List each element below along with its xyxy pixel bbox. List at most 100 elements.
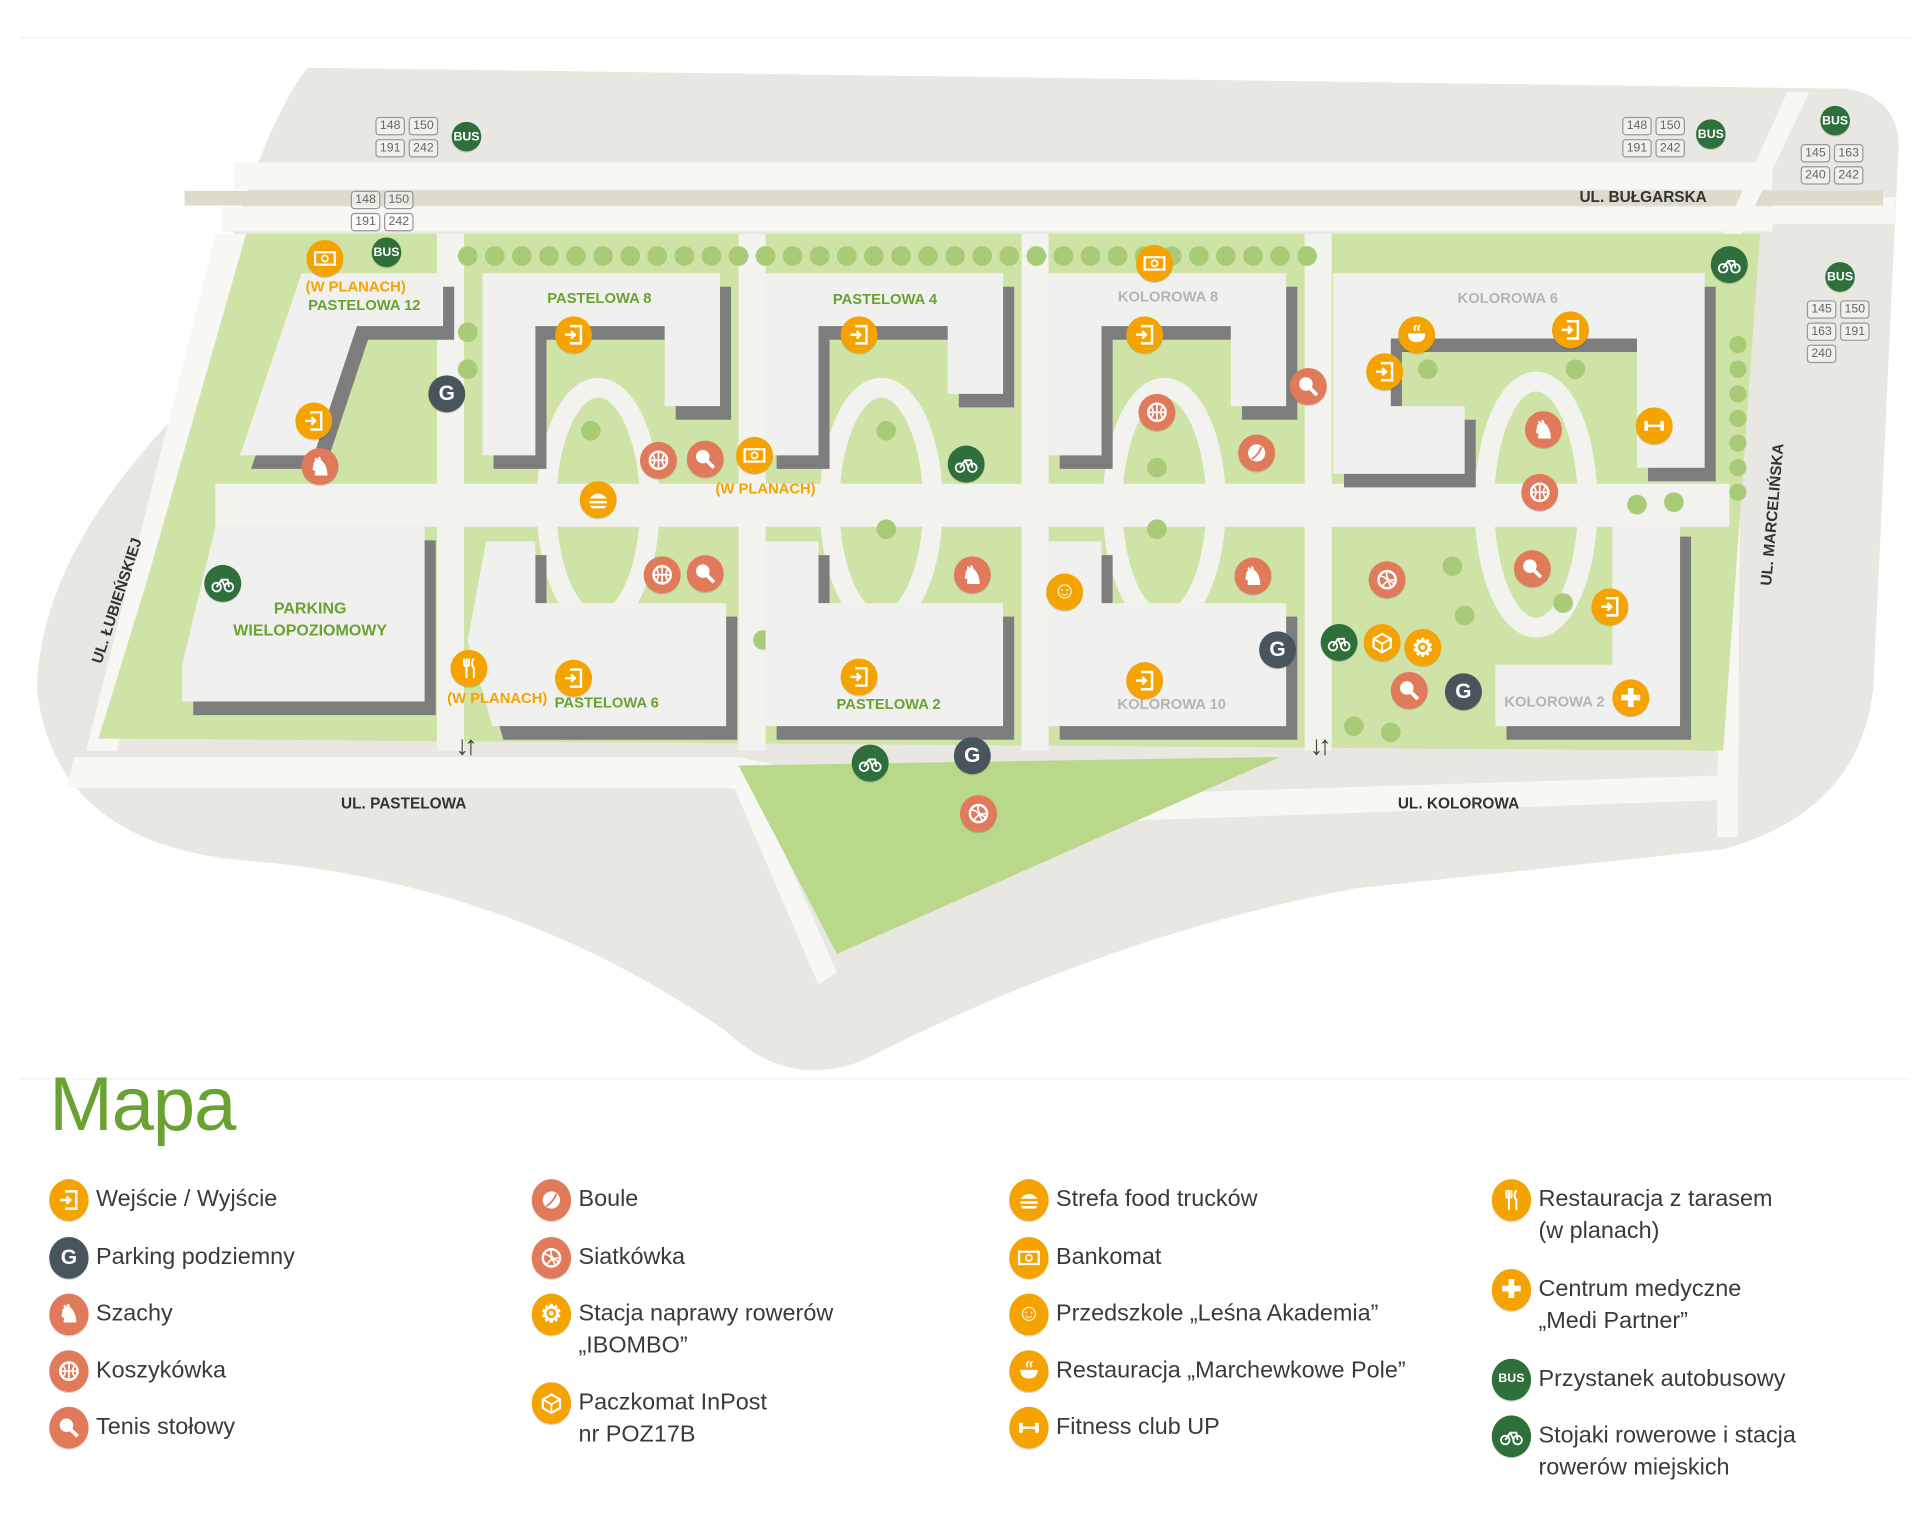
entry-icon xyxy=(49,1179,89,1221)
building xyxy=(467,541,727,727)
entry-icon xyxy=(840,658,878,696)
tree xyxy=(1147,457,1167,478)
route-number: 240 xyxy=(1806,344,1837,364)
tree xyxy=(1053,246,1074,266)
chess-icon: ♞ xyxy=(49,1293,89,1336)
volleyball-icon xyxy=(1368,561,1406,599)
route-number: 242 xyxy=(408,139,439,158)
building xyxy=(765,541,1004,727)
buildings xyxy=(182,273,1716,740)
route-number: 145 xyxy=(1800,144,1831,163)
legend-label: „IBOMBO” xyxy=(578,1332,688,1359)
legend-label: nr POZ17B xyxy=(578,1421,696,1448)
tree xyxy=(512,246,532,266)
legend-item: Siatkówka xyxy=(531,1236,685,1284)
legend-item: Restauracja „Marchewkowe Pole” xyxy=(1009,1350,1406,1397)
bus-icon: BUS xyxy=(1696,119,1726,149)
tree xyxy=(755,246,776,266)
route-number: 191 xyxy=(375,139,405,158)
bus-glyph: BUS xyxy=(1822,113,1849,128)
tree xyxy=(1729,459,1747,477)
garage-glyph: G xyxy=(60,1245,78,1269)
tree xyxy=(1107,246,1128,266)
tree xyxy=(891,246,911,266)
foodtruck-icon xyxy=(579,481,617,519)
legend-label: Centrum medyczne xyxy=(1538,1276,1742,1303)
tree xyxy=(972,246,993,266)
building xyxy=(765,273,1004,456)
legend-label: Boule xyxy=(578,1186,639,1213)
garage-icon: G xyxy=(49,1236,89,1279)
parking-label-1: PARKING xyxy=(273,598,347,618)
legend-item: Koszykówka xyxy=(49,1350,226,1397)
tree xyxy=(1243,246,1263,266)
bus-glyph: BUS xyxy=(373,245,400,260)
garage-glyph: G xyxy=(438,381,455,405)
tabletennis-icon xyxy=(49,1406,89,1449)
atm-icon xyxy=(736,436,773,474)
legend-item: Bankomat xyxy=(1009,1236,1162,1284)
entry-icon xyxy=(1552,311,1589,349)
tree xyxy=(1188,246,1209,266)
street-kolorowa: UL. KOLOROWA xyxy=(1397,795,1520,813)
bus-icon: BUS xyxy=(1820,105,1850,136)
route-number: 191 xyxy=(350,212,381,232)
legend-label: Strefa food trucków xyxy=(1056,1186,1258,1213)
parcel-icon xyxy=(1363,624,1401,661)
garage-icon: G xyxy=(953,737,991,775)
tree xyxy=(580,420,601,441)
fork-icon xyxy=(1491,1179,1532,1221)
legend-item: Strefa food trucków xyxy=(1009,1179,1258,1226)
entry-icon xyxy=(840,316,878,354)
basketball-icon xyxy=(1138,393,1176,431)
foodtruck-icon xyxy=(1009,1179,1049,1221)
restaurant-icon xyxy=(1398,316,1436,354)
legend-label: Koszykówka xyxy=(96,1357,226,1384)
restaurant-icon xyxy=(1009,1350,1049,1393)
basketball-icon xyxy=(643,556,681,594)
tree xyxy=(1454,605,1475,626)
legend-label: Fitness club UP xyxy=(1056,1414,1220,1441)
tree xyxy=(876,519,897,540)
garage-glyph: G xyxy=(1455,679,1472,703)
tree xyxy=(1553,593,1573,613)
medical-icon: ✚ xyxy=(1491,1268,1532,1311)
building xyxy=(240,273,444,456)
repair-icon: ⚙ xyxy=(531,1293,572,1336)
legend-label: Stacja naprawy rowerów xyxy=(578,1300,834,1327)
bike-icon xyxy=(1491,1415,1532,1458)
garage-glyph: G xyxy=(1269,637,1286,661)
tree xyxy=(1026,246,1047,266)
tree xyxy=(1729,336,1747,354)
legend-label: Restauracja „Marchewkowe Pole” xyxy=(1056,1357,1406,1384)
tree xyxy=(457,359,478,380)
volleyball-icon xyxy=(531,1236,572,1279)
garage-icon: G xyxy=(1444,673,1482,711)
bike-icon xyxy=(851,744,889,782)
two-way-entry-arrows-icon: ↓↑ xyxy=(455,729,477,761)
kindergarten-icon: ☺ xyxy=(1046,573,1084,611)
fitness-icon xyxy=(1635,407,1673,445)
entry-icon xyxy=(1126,316,1164,354)
tree xyxy=(728,246,749,266)
legend-item: ⚙Stacja naprawy rowerów „IBOMBO” xyxy=(531,1293,834,1362)
legend-label: (w planach) xyxy=(1538,1218,1660,1245)
legend-label: Bankomat xyxy=(1056,1244,1162,1271)
building xyxy=(482,273,721,456)
tree xyxy=(593,246,613,266)
tree xyxy=(647,246,668,266)
tree xyxy=(782,246,803,266)
legend-item: Tenis stołowy xyxy=(49,1406,235,1454)
route-number: 163 xyxy=(1833,144,1864,163)
entry-icon xyxy=(555,659,593,697)
legend-label: Przystanek autobusowy xyxy=(1538,1366,1786,1393)
tree xyxy=(484,246,505,266)
tree xyxy=(701,246,722,266)
tree xyxy=(1729,385,1747,403)
garage-icon: G xyxy=(428,375,466,413)
tree xyxy=(1729,409,1747,428)
bike-icon xyxy=(947,445,985,483)
basketball-icon xyxy=(49,1350,89,1393)
tree xyxy=(1729,483,1747,501)
